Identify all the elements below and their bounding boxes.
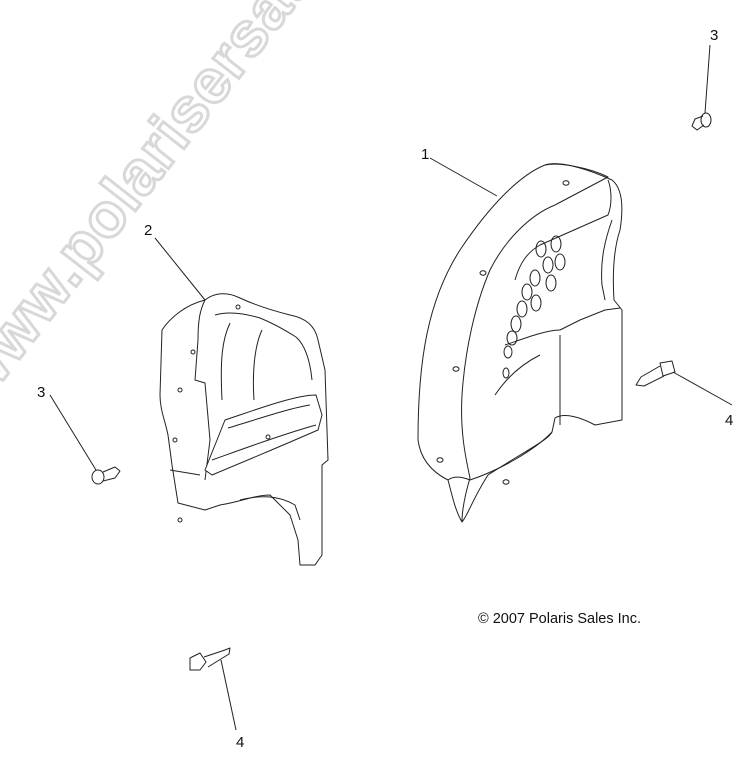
part-3-rivet-left <box>91 466 121 485</box>
part-4-screw-bottom <box>189 647 231 671</box>
callout-4-bottom[interactable]: 4 <box>236 734 245 751</box>
copyright-text: © 2007 Polaris Sales Inc. <box>478 611 642 627</box>
part-3-rivet-right <box>691 112 712 131</box>
part-2-heat-shield <box>159 293 329 566</box>
callout-3-right[interactable]: 3 <box>710 27 719 44</box>
callout-2[interactable]: 2 <box>144 222 153 239</box>
part-4-screw-right <box>635 360 676 387</box>
callout-4-right[interactable]: 4 <box>725 412 734 429</box>
callout-1[interactable]: 1 <box>421 146 430 163</box>
callout-3-left[interactable]: 3 <box>37 384 46 401</box>
part-1-heat-shield <box>417 163 623 523</box>
